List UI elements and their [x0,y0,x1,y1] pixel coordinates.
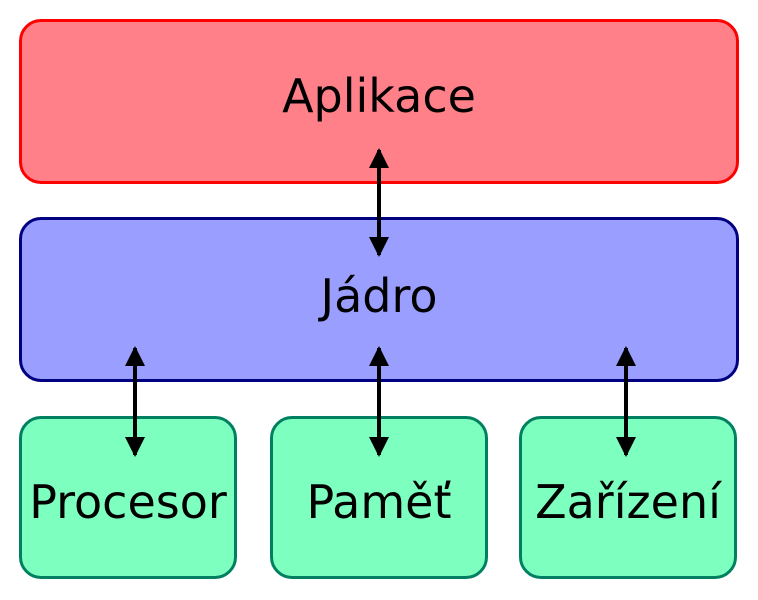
kernel-layer-box: Jádro [19,217,739,382]
devices-label: Zařízení [535,474,721,529]
processor-label: Procesor [29,474,227,529]
application-layer-label: Aplikace [282,68,476,123]
kernel-layer-label: Jádro [320,268,438,323]
application-layer-box: Aplikace [19,19,739,184]
memory-box: Paměť [270,416,488,579]
processor-box: Procesor [19,416,237,579]
devices-box: Zařízení [519,416,737,579]
memory-label: Paměť [306,474,452,529]
